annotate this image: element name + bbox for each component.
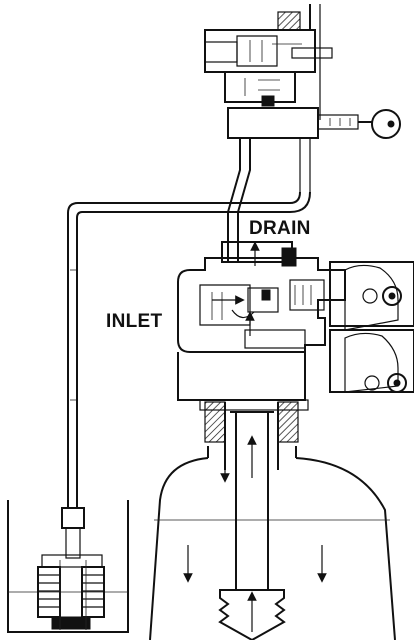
top-injector-assembly: [204, 4, 359, 139]
brine-line: [227, 138, 311, 262]
flow-arrows-tank: [183, 450, 327, 583]
control-valve-body: [177, 241, 346, 353]
brine-tank: [7, 500, 129, 633]
drain-label: DRAIN: [249, 218, 311, 239]
inlet-label: INLET: [106, 311, 163, 332]
riser-tube: [218, 411, 286, 640]
lower-motor-housing: [329, 329, 414, 393]
tank-adapter: [177, 352, 309, 470]
mineral-tank: [149, 446, 396, 640]
float-ball: [358, 109, 401, 139]
brine-tube: [67, 191, 311, 508]
upper-motor-housing: [329, 261, 414, 331]
